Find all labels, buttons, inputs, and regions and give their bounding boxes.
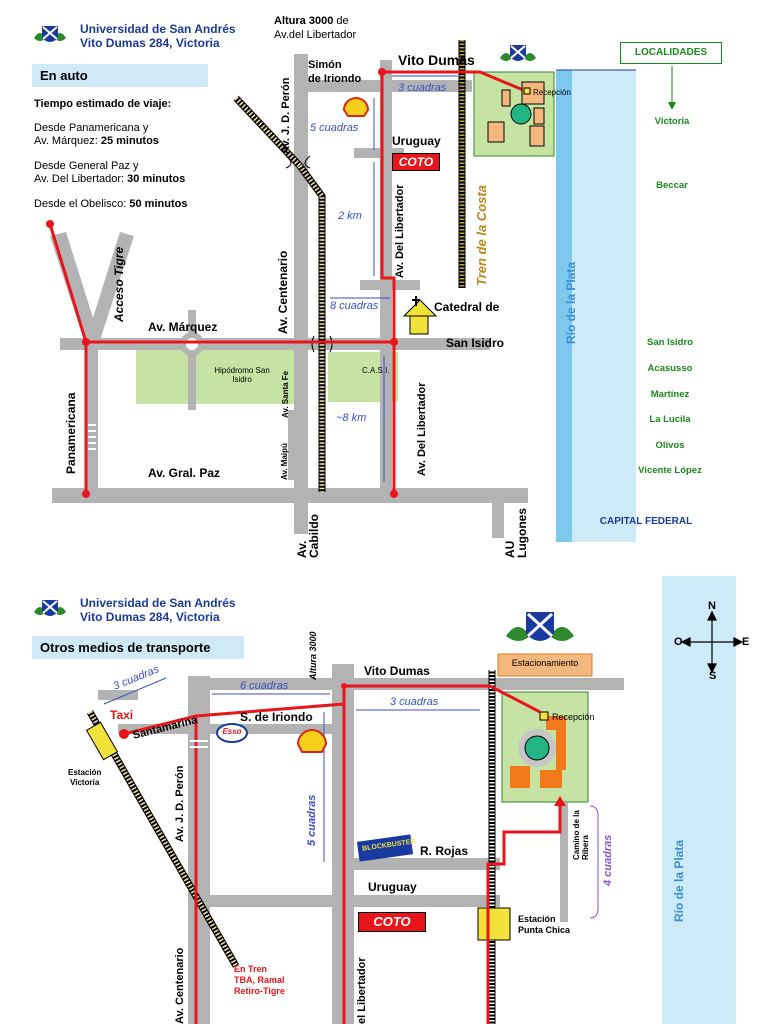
park-hipodromo [136, 348, 296, 404]
university-logo-icon [34, 26, 66, 42]
av-peron-label-2: Av. J. D. Perón [174, 765, 186, 842]
dist-6-cuadras: 6 cuadras [240, 680, 289, 692]
av-centenario-label: Av. Centenario [276, 250, 290, 334]
compass-rose [680, 610, 744, 674]
university-name: Universidad de San Andrés [80, 22, 236, 36]
dist-5-cuadras: 5 cuadras [310, 122, 359, 134]
av-centenario-label-2: Av. Centenario [174, 947, 186, 1024]
gral-paz-label: Av. Gral. Paz [148, 466, 221, 480]
university-address-2: Vito Dumas 284, Victoria [80, 610, 220, 624]
tren-costa-label: Tren de la Costa [474, 185, 489, 286]
uruguay-label: Uruguay [392, 134, 441, 148]
coto-logo-2: COTO [358, 912, 426, 932]
rio-label: Río de la Plata [564, 261, 578, 344]
railways-1 [233, 40, 466, 492]
localidad-olivos: Olivos [655, 440, 685, 451]
localidades-title: LOCALIDADES [620, 42, 722, 64]
uruguay-label-2: Uruguay [368, 880, 417, 894]
dist-8-cuadras: 8 cuadras [330, 300, 379, 312]
localidad-la-lucila: La Lucila [649, 414, 691, 425]
catedral-label-1: Catedral de [434, 300, 500, 314]
localidad-acasusso: Acasusso [647, 363, 693, 374]
altura-3000-label: Altura 3000 [308, 631, 318, 680]
rio-label-2: Río de la Plata [672, 839, 686, 922]
route-map2 [123, 684, 562, 1024]
vito-dumas-label: Vito Dumas [398, 52, 475, 68]
travel-title: Tiempo estimado de viaje: [34, 98, 172, 110]
av-libertador-label-3: el Libertador [356, 957, 368, 1024]
university-logo-icon-2 [34, 600, 66, 616]
localidad-victoria: Victoria [654, 116, 690, 127]
hipodromo-label: Hipódromo San Isidro [214, 366, 270, 384]
dist-2-km: 2 km [338, 210, 362, 222]
esso-logo: Esso [222, 727, 242, 736]
dist-8-km: ~8 km [336, 412, 367, 424]
university-name-2: Universidad de San Andrés [80, 596, 236, 610]
av-santa-fe-label: Av. Santa Fe [281, 370, 290, 418]
dist-4-cuadras: 4 cuadras [602, 834, 614, 886]
av-maipu-label: Av. Maipú [280, 443, 289, 480]
recepcion-label: Recepción [533, 88, 571, 97]
localidad-beccar: Beccar [656, 180, 688, 191]
av-marquez-label: Av. Márquez [148, 320, 218, 334]
localidad-san-isidro: San Isidro [647, 337, 693, 348]
compass-o: O [674, 636, 683, 648]
camino-ribera-label: Camino de la Ribera [572, 810, 590, 860]
dist-3-cuadras: 3 cuadras [398, 82, 447, 94]
section-band-transport: Otros medios de transporte [32, 636, 244, 659]
catedral-label-2: San Isidro [446, 336, 505, 350]
river-area-2 [662, 576, 736, 1024]
campus-logo-icon [500, 45, 536, 61]
dist-3-cuadras-b: 3 cuadras [390, 696, 439, 708]
localidad-vicente-lopez: Vicente López [638, 465, 702, 476]
compass-e: E [742, 636, 750, 648]
section-band-car: En auto [32, 64, 208, 87]
travel-item-3: Desde el Obelisco: 50 minutos [34, 198, 188, 210]
river-edge [556, 70, 572, 542]
estacionamiento-label: Estacionamiento [511, 658, 579, 668]
cabildo-label: Av. Cabildo [295, 514, 321, 558]
av-peron-label: Av. J. D. Perón [280, 77, 292, 154]
compass-n: N [708, 600, 716, 612]
acceso-tigre-label: Acceso Tigre [112, 246, 126, 322]
av-libertador-label-1: Av. Del Libertador [394, 184, 406, 278]
rojas-label: R. Rojas [420, 844, 469, 858]
dist-5-cuadras-2: 5 cuadras [306, 794, 318, 846]
railways-2 [86, 670, 496, 1024]
capital-federal-label: CAPITAL FEDERAL [599, 516, 693, 527]
lugones-label: AU Lugones [503, 508, 529, 558]
compass-s: S [709, 670, 717, 682]
av-libertador-label-2: Av. Del Libertador [416, 382, 428, 476]
recepcion-label-2: Recepción [552, 712, 595, 722]
panamericana-label: Panamericana [64, 392, 78, 474]
iriondo-label-2: S. de Iriondo [240, 710, 313, 724]
university-address: Vito Dumas 284, Victoria [80, 36, 220, 50]
casi-label: C.A.S.I. [362, 366, 390, 375]
vito-dumas-label-2: Vito Dumas [364, 664, 430, 678]
coto-logo: COTO [392, 153, 440, 171]
campus-logo-icon-2 [506, 612, 574, 641]
localidad-martinez: Martínez [650, 389, 690, 400]
taxi-label: Taxi [110, 708, 134, 722]
